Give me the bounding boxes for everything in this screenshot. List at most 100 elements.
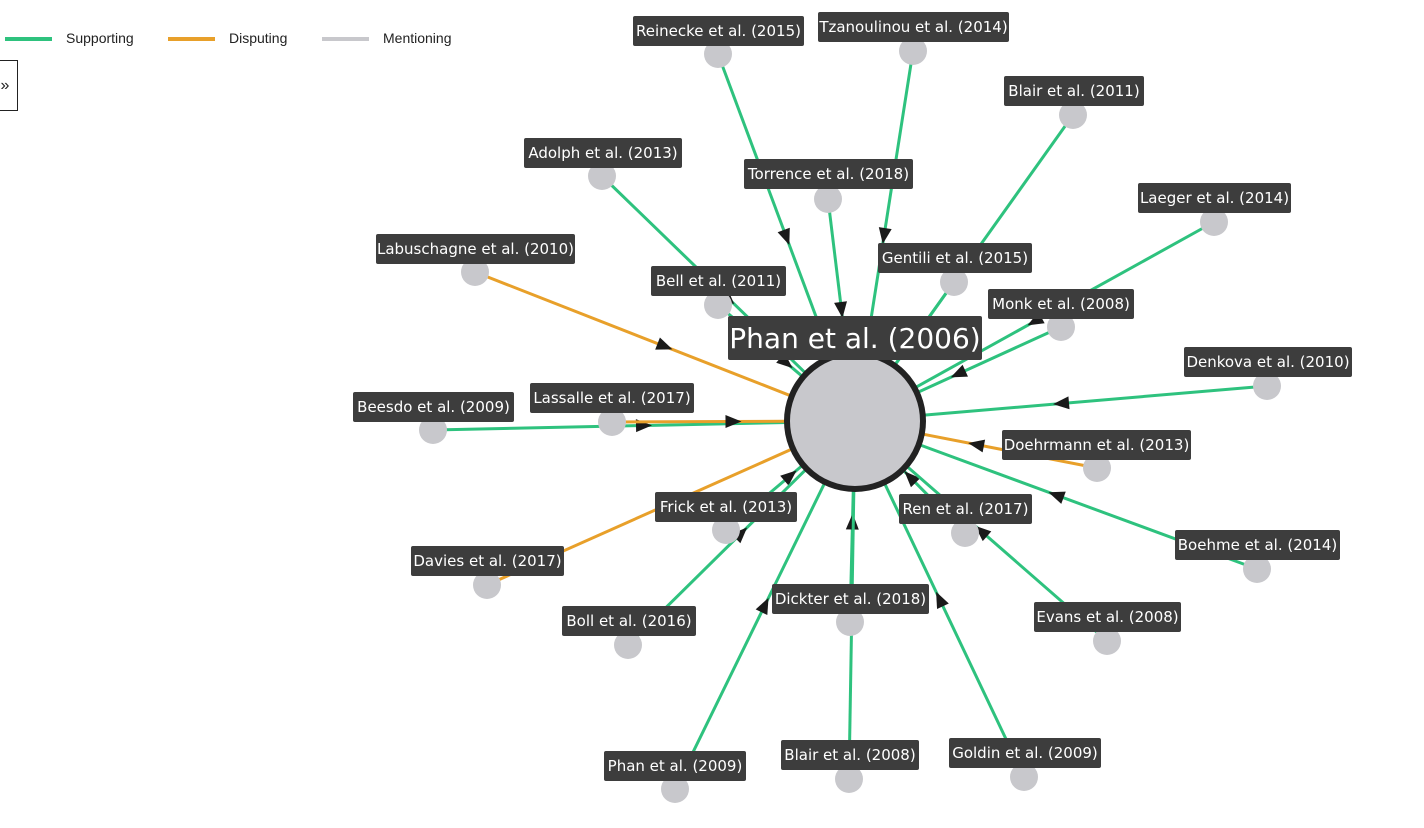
citation-node[interactable] xyxy=(835,765,863,793)
citation-node[interactable] xyxy=(419,416,447,444)
citation-label-text: Ren et al. (2017) xyxy=(903,500,1029,518)
citation-node[interactable] xyxy=(614,631,642,659)
citation-node[interactable] xyxy=(704,291,732,319)
citation-label-background xyxy=(651,266,786,296)
citation-label-background xyxy=(524,138,682,168)
citation-label-background xyxy=(1004,76,1144,106)
citation-label-text: Monk et al. (2008) xyxy=(992,295,1130,313)
citation-node[interactable] xyxy=(1083,454,1111,482)
citation-arrow-icon xyxy=(834,301,847,318)
citation-arrow-icon xyxy=(1053,396,1070,410)
citation-label-text: Denkova et al. (2010) xyxy=(1186,353,1349,371)
citation-label[interactable]: Beesdo et al. (2009) xyxy=(353,392,514,422)
citation-node[interactable] xyxy=(1059,101,1087,129)
expand-panel-button[interactable]: » xyxy=(0,60,18,111)
citation-label-background xyxy=(744,159,913,189)
citation-label[interactable]: Tzanoulinou et al. (2014) xyxy=(818,12,1009,42)
citation-label-background xyxy=(878,243,1032,273)
citation-label[interactable]: Dickter et al. (2018) xyxy=(772,584,929,614)
citation-label[interactable]: Monk et al. (2008) xyxy=(988,289,1134,319)
citation-label-text: Laeger et al. (2014) xyxy=(1140,189,1289,207)
citation-node[interactable] xyxy=(1093,627,1121,655)
citation-node[interactable] xyxy=(1243,555,1271,583)
citation-label-text: Torrence et al. (2018) xyxy=(747,165,909,183)
citation-node[interactable] xyxy=(951,519,979,547)
citation-node[interactable] xyxy=(836,608,864,636)
citation-label-background xyxy=(1002,430,1191,460)
citation-arrow-icon xyxy=(777,227,790,245)
citation-arrow-icon xyxy=(974,525,992,542)
legend-label: Mentioning xyxy=(383,30,452,46)
citation-label-text: Beesdo et al. (2009) xyxy=(357,398,510,416)
citation-edge-supporting xyxy=(673,481,827,790)
citation-label-text: Labuschagne et al. (2010) xyxy=(377,240,574,258)
citation-label-text: Doehrmann et al. (2013) xyxy=(1004,436,1190,454)
citation-label[interactable]: Blair et al. (2008) xyxy=(781,740,919,770)
citation-label-background xyxy=(376,234,575,264)
citation-label-background xyxy=(949,738,1101,768)
citation-arrow-icon xyxy=(936,591,949,610)
citation-nodes xyxy=(419,37,1281,803)
citation-label[interactable]: Laeger et al. (2014) xyxy=(1138,183,1291,213)
citation-label[interactable]: Evans et al. (2008) xyxy=(1034,602,1181,632)
citation-label-text: Phan et al. (2009) xyxy=(608,757,743,775)
citation-edge-supporting xyxy=(882,481,1026,778)
citation-label[interactable]: Phan et al. (2009) xyxy=(604,751,746,781)
citation-label[interactable]: Goldin et al. (2009) xyxy=(949,738,1101,768)
citation-label-background xyxy=(411,546,564,576)
citation-node[interactable] xyxy=(461,258,489,286)
citation-node[interactable] xyxy=(1047,313,1075,341)
citation-node[interactable] xyxy=(661,775,689,803)
center-paper-label-group: Phan et al. (2006) xyxy=(728,316,982,360)
citation-node[interactable] xyxy=(704,40,732,68)
citation-label[interactable]: Gentili et al. (2015) xyxy=(878,243,1032,273)
citation-node[interactable] xyxy=(588,162,616,190)
citation-label-text: Adolph et al. (2013) xyxy=(528,144,677,162)
citation-label-text: Bell et al. (2011) xyxy=(656,272,781,290)
citation-node[interactable] xyxy=(1253,372,1281,400)
citation-label[interactable]: Bell et al. (2011) xyxy=(651,266,786,296)
citation-node[interactable] xyxy=(712,516,740,544)
citation-label[interactable]: Boll et al. (2016) xyxy=(562,606,696,636)
citation-edge-disputing xyxy=(611,419,788,424)
citation-label[interactable]: Blair et al. (2011) xyxy=(1004,76,1144,106)
citation-edge-supporting xyxy=(864,50,915,355)
citation-label-background xyxy=(772,584,929,614)
citation-node[interactable] xyxy=(899,37,927,65)
citation-label-background xyxy=(818,12,1009,42)
citation-label[interactable]: Reinecke et al. (2015) xyxy=(633,16,804,46)
legend-swatch-mentioning xyxy=(322,37,369,41)
citation-label[interactable]: Denkova et al. (2010) xyxy=(1184,347,1352,377)
citation-label[interactable]: Torrence et al. (2018) xyxy=(744,159,913,189)
citation-arrow-icon xyxy=(731,527,748,544)
citation-node[interactable] xyxy=(1200,208,1228,236)
citation-label[interactable]: Doehrmann et al. (2013) xyxy=(1002,430,1191,460)
citation-label[interactable]: Ren et al. (2017) xyxy=(899,494,1032,524)
citation-label[interactable]: Davies et al. (2017) xyxy=(411,546,564,576)
citation-label-background xyxy=(530,383,694,413)
center-paper-label-background xyxy=(728,316,982,360)
citation-label[interactable]: Lassalle et al. (2017) xyxy=(530,383,694,413)
citation-edge-disputing xyxy=(474,270,793,398)
citation-label-background xyxy=(633,16,804,46)
citation-node[interactable] xyxy=(940,268,968,296)
citation-label[interactable]: Labuschagne et al. (2010) xyxy=(376,234,575,264)
citation-label-background xyxy=(781,740,919,770)
citation-node[interactable] xyxy=(1010,763,1038,791)
citation-node[interactable] xyxy=(598,408,626,436)
citation-node[interactable] xyxy=(473,571,501,599)
citation-label-background xyxy=(1184,347,1352,377)
citation-label-text: Evans et al. (2008) xyxy=(1036,608,1178,626)
center-paper-node-group[interactable] xyxy=(784,350,926,492)
citation-label-background xyxy=(562,606,696,636)
citation-label[interactable]: Boehme et al. (2014) xyxy=(1175,530,1340,560)
citation-label-background xyxy=(899,494,1032,524)
citation-label[interactable]: Frick et al. (2013) xyxy=(655,492,797,522)
citation-node[interactable] xyxy=(814,185,842,213)
legend-label: Disputing xyxy=(229,30,288,46)
citation-label-text: Blair et al. (2008) xyxy=(784,746,915,764)
center-paper-node[interactable] xyxy=(784,350,926,492)
citation-labels: Reinecke et al. (2015) Tzanoulinou et al.… xyxy=(353,12,1352,781)
citation-label[interactable]: Adolph et al. (2013) xyxy=(524,138,682,168)
